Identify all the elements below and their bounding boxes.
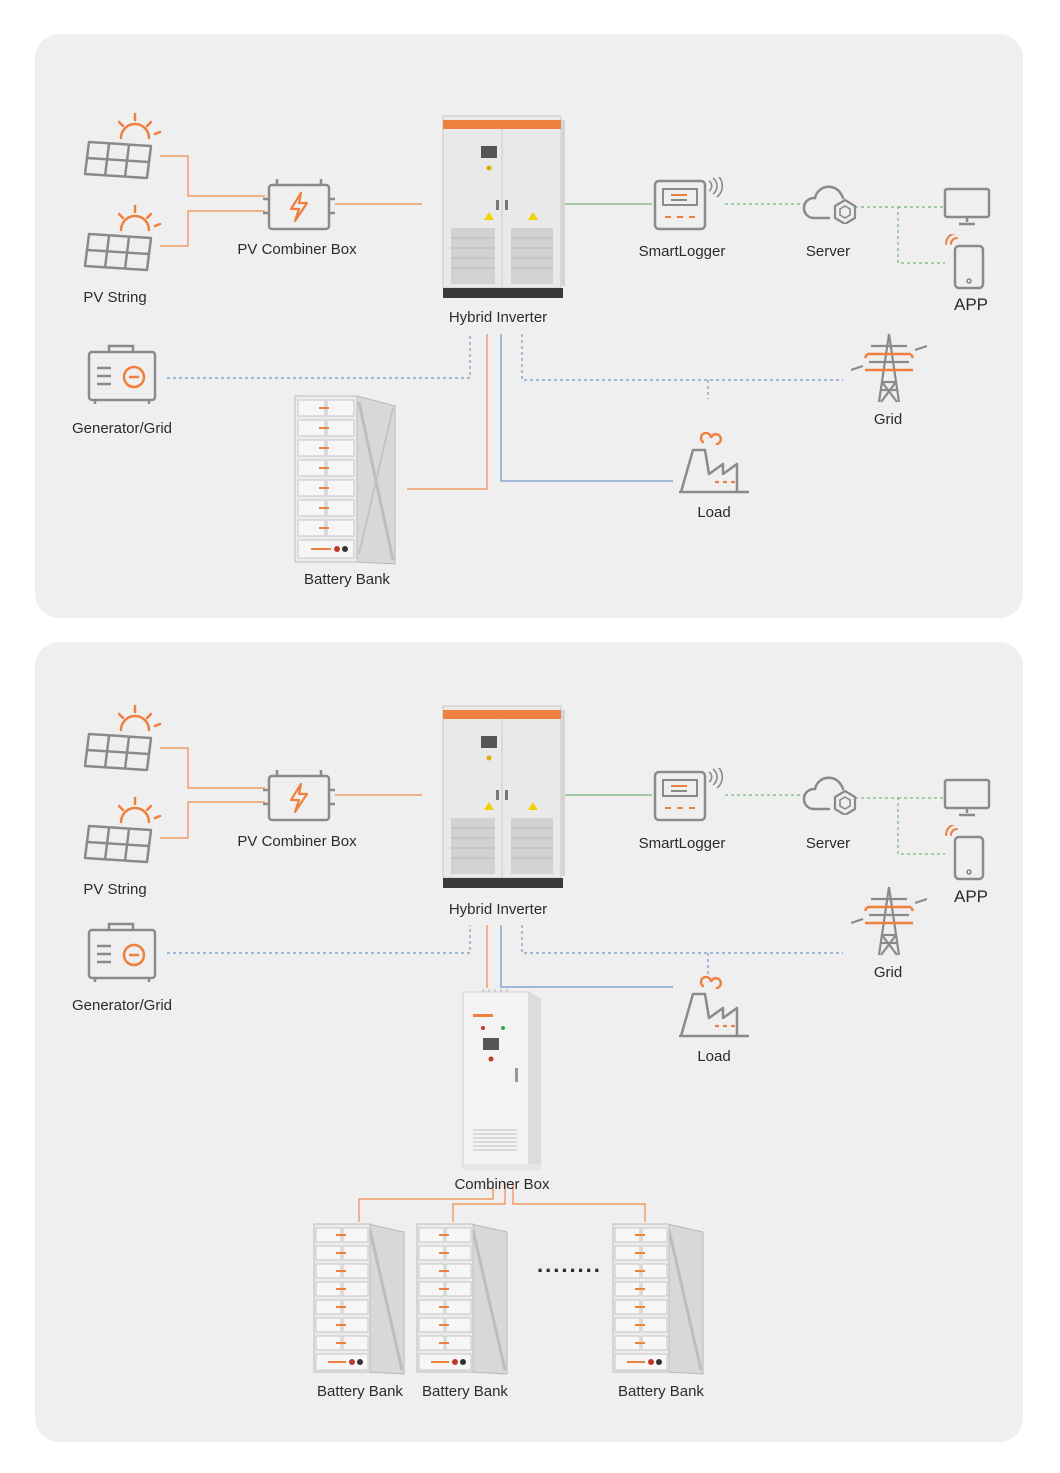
app-label: APP <box>953 295 989 314</box>
battery-rack-icon <box>293 394 399 571</box>
battery-bank-label: Battery Bank <box>304 571 390 588</box>
cloud-server-icon <box>799 773 861 820</box>
solar-panel-icon <box>83 704 163 779</box>
monitor-icon <box>943 187 993 232</box>
server-label: Server <box>805 835 851 852</box>
battery-rack-icon <box>312 1222 408 1381</box>
cloud-server-icon <box>799 182 861 229</box>
combiner-cabinet-icon <box>459 988 545 1177</box>
monitor-icon <box>943 778 993 823</box>
diagram-panel-bottom: PV String PV Combiner Box <box>35 642 1023 1442</box>
server-label: Server <box>805 243 851 260</box>
smartlogger-label: SmartLogger <box>638 835 726 852</box>
hybrid-inverter-label: Hybrid Inverter <box>448 309 548 326</box>
battery-rack-icon <box>415 1222 511 1381</box>
pv-combiner-box-label: PV Combiner Box <box>237 833 357 850</box>
factory-load-icon <box>679 974 751 1043</box>
battery-rack-icon <box>611 1222 707 1381</box>
phone-app-icon <box>943 232 989 297</box>
generator-icon <box>87 342 159 411</box>
combiner-box-label: Combiner Box <box>454 1176 550 1193</box>
generator-grid-label: Generator/Grid <box>71 420 173 437</box>
factory-load-icon <box>679 430 751 499</box>
combiner-box-icon <box>263 768 335 829</box>
generator-icon <box>87 920 159 989</box>
load-label: Load <box>697 504 731 521</box>
pv-combiner-box-label: PV Combiner Box <box>237 241 357 258</box>
grid-label: Grid <box>873 411 903 428</box>
combiner-box-icon <box>263 177 335 238</box>
load-label: Load <box>697 1048 731 1065</box>
hybrid-inverter-label: Hybrid Inverter <box>448 901 548 918</box>
pv-string-label: PV String <box>83 881 147 898</box>
connection-lines <box>160 747 945 1222</box>
battery-bank-label: Battery Bank <box>422 1383 508 1400</box>
hybrid-inverter-icon <box>441 704 567 895</box>
connection-lines <box>160 155 945 490</box>
battery-bank-label: Battery Bank <box>618 1383 704 1400</box>
battery-bank-label: Battery Bank <box>317 1383 403 1400</box>
grid-label: Grid <box>873 964 903 981</box>
transmission-tower-icon <box>850 332 928 409</box>
more-battery-banks-ellipsis: ........ <box>537 1252 602 1277</box>
hybrid-inverter-icon <box>441 114 567 305</box>
diagram-panel-top: PV String PV Combiner Box <box>35 34 1023 618</box>
transmission-tower-icon <box>850 885 928 962</box>
solar-panel-icon <box>83 204 163 279</box>
smartlogger-icon <box>653 174 725 238</box>
pv-string-label: PV String <box>83 289 147 306</box>
solar-panel-icon <box>83 796 163 871</box>
solar-panel-icon <box>83 112 163 187</box>
generator-grid-label: Generator/Grid <box>71 997 173 1014</box>
smartlogger-label: SmartLogger <box>638 243 726 260</box>
smartlogger-icon <box>653 765 725 829</box>
app-label: APP <box>953 887 989 906</box>
phone-app-icon <box>943 823 989 888</box>
